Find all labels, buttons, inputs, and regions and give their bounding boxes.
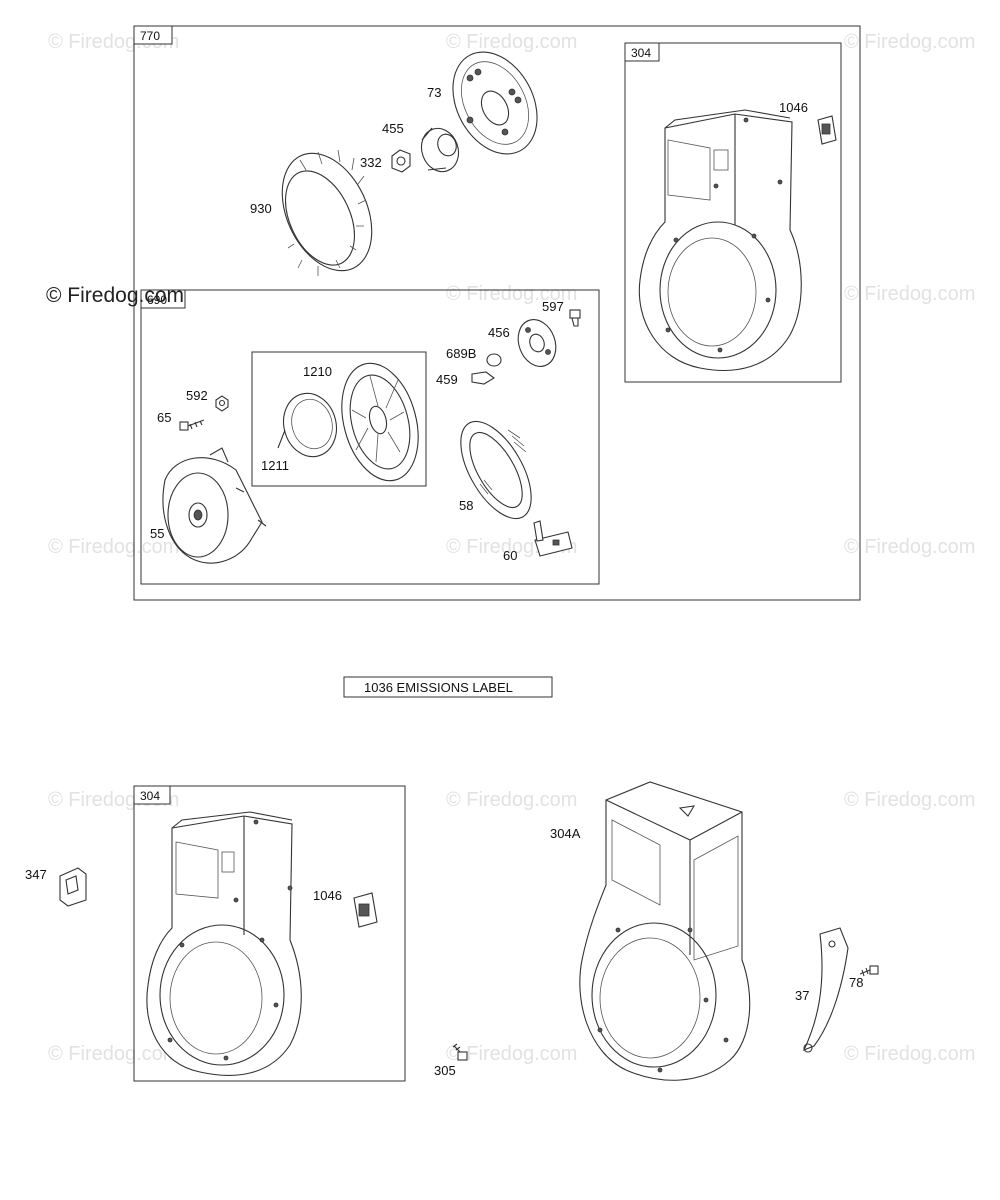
watermark: © Firedog.com xyxy=(446,1043,577,1065)
part-592-drawing xyxy=(215,395,229,412)
group-label-304: 304 xyxy=(140,789,160,803)
part-1046-top-drawing xyxy=(817,115,837,145)
group-label-770: 770 xyxy=(140,29,160,43)
part-1210-drawing xyxy=(341,362,419,482)
group-tag xyxy=(133,785,171,805)
watermark: © Firedog.com xyxy=(844,283,975,305)
part-332-drawing xyxy=(391,149,411,173)
group-tag xyxy=(140,289,186,309)
callout-456: 456 xyxy=(488,325,510,340)
emissions-label-box xyxy=(343,676,553,698)
part-65-drawing xyxy=(179,419,205,431)
assembly-border xyxy=(133,785,406,1082)
callout-455: 455 xyxy=(382,121,404,136)
blower-housing-304a-drawing xyxy=(579,781,751,1081)
assembly-border xyxy=(624,42,842,383)
part-459-drawing xyxy=(471,371,495,385)
assembly-border xyxy=(140,289,600,585)
part-455-drawing xyxy=(420,127,460,173)
callout-332: 332 xyxy=(360,155,382,170)
callout-305: 305 xyxy=(434,1063,456,1078)
watermark: © Firedog.com xyxy=(844,1043,975,1065)
watermark: © Firedog.com xyxy=(446,31,577,53)
callout-1211: 1211 xyxy=(261,458,289,473)
callout-65: 65 xyxy=(157,410,171,425)
callout-689b: 689B xyxy=(446,346,476,361)
callout-459: 459 xyxy=(436,372,458,387)
part-689b-drawing xyxy=(486,353,502,367)
callout-55: 55 xyxy=(150,526,164,541)
assembly-304-top: 304 xyxy=(624,42,842,383)
assembly-border xyxy=(133,25,861,601)
part-58-drawing xyxy=(460,420,532,520)
blower-housing-bottom-drawing xyxy=(146,811,302,1076)
callout-930: 930 xyxy=(250,201,272,216)
watermark: © Firedog.com xyxy=(48,536,179,558)
part-73-drawing xyxy=(452,51,538,155)
callout-60: 60 xyxy=(503,548,517,563)
callout-1046: 1046 xyxy=(313,888,342,903)
part-1046-bottom-drawing xyxy=(353,892,378,928)
watermark: © Firedog.com xyxy=(446,283,577,305)
part-1211-drawing xyxy=(277,392,337,458)
part-37-drawing xyxy=(802,927,849,1053)
assembly-304-bottom: 304 xyxy=(133,785,406,1082)
watermark: © Firedog.com xyxy=(446,789,577,811)
part-55-drawing xyxy=(162,447,267,564)
watermark-overlay: © Firedog.com xyxy=(46,284,184,307)
part-78-drawing xyxy=(859,965,879,977)
callout-347: 347 xyxy=(25,867,47,882)
callout-78: 78 xyxy=(849,975,863,990)
group-label-690: 690 xyxy=(147,293,167,307)
emissions-label-text: 1036 EMISSIONS LABEL xyxy=(364,680,513,695)
blower-housing-top-drawing xyxy=(638,109,802,371)
part-930-drawing xyxy=(281,149,373,276)
callout-304a: 304A xyxy=(550,826,581,841)
assembly-690: 690 xyxy=(140,289,600,585)
callout-1046: 1046 xyxy=(779,100,808,115)
part-456-drawing xyxy=(517,319,557,367)
callout-597: 597 xyxy=(542,299,564,314)
assembly-770: 770 xyxy=(133,25,861,601)
watermark: © Firedog.com xyxy=(844,789,975,811)
watermark: © Firedog.com xyxy=(844,31,975,53)
subassembly-pulley-box xyxy=(251,351,427,487)
callout-58: 58 xyxy=(459,498,473,513)
group-tag xyxy=(624,42,660,62)
callout-592: 592 xyxy=(186,388,208,403)
watermark: © Firedog.com xyxy=(844,536,975,558)
part-305-drawing xyxy=(452,1043,468,1061)
watermark-layer: © Firedog.com © Firedog.com © Firedog.co… xyxy=(48,31,975,1065)
callout-1210: 1210 xyxy=(303,364,332,379)
watermark: © Firedog.com xyxy=(48,1043,179,1065)
part-347-drawing xyxy=(59,867,87,907)
part-597-drawing xyxy=(569,309,581,327)
group-tag xyxy=(133,25,173,45)
callout-37: 37 xyxy=(795,988,809,1003)
part-60-drawing xyxy=(533,520,573,557)
group-label-304: 304 xyxy=(631,46,651,60)
callout-73: 73 xyxy=(427,85,441,100)
